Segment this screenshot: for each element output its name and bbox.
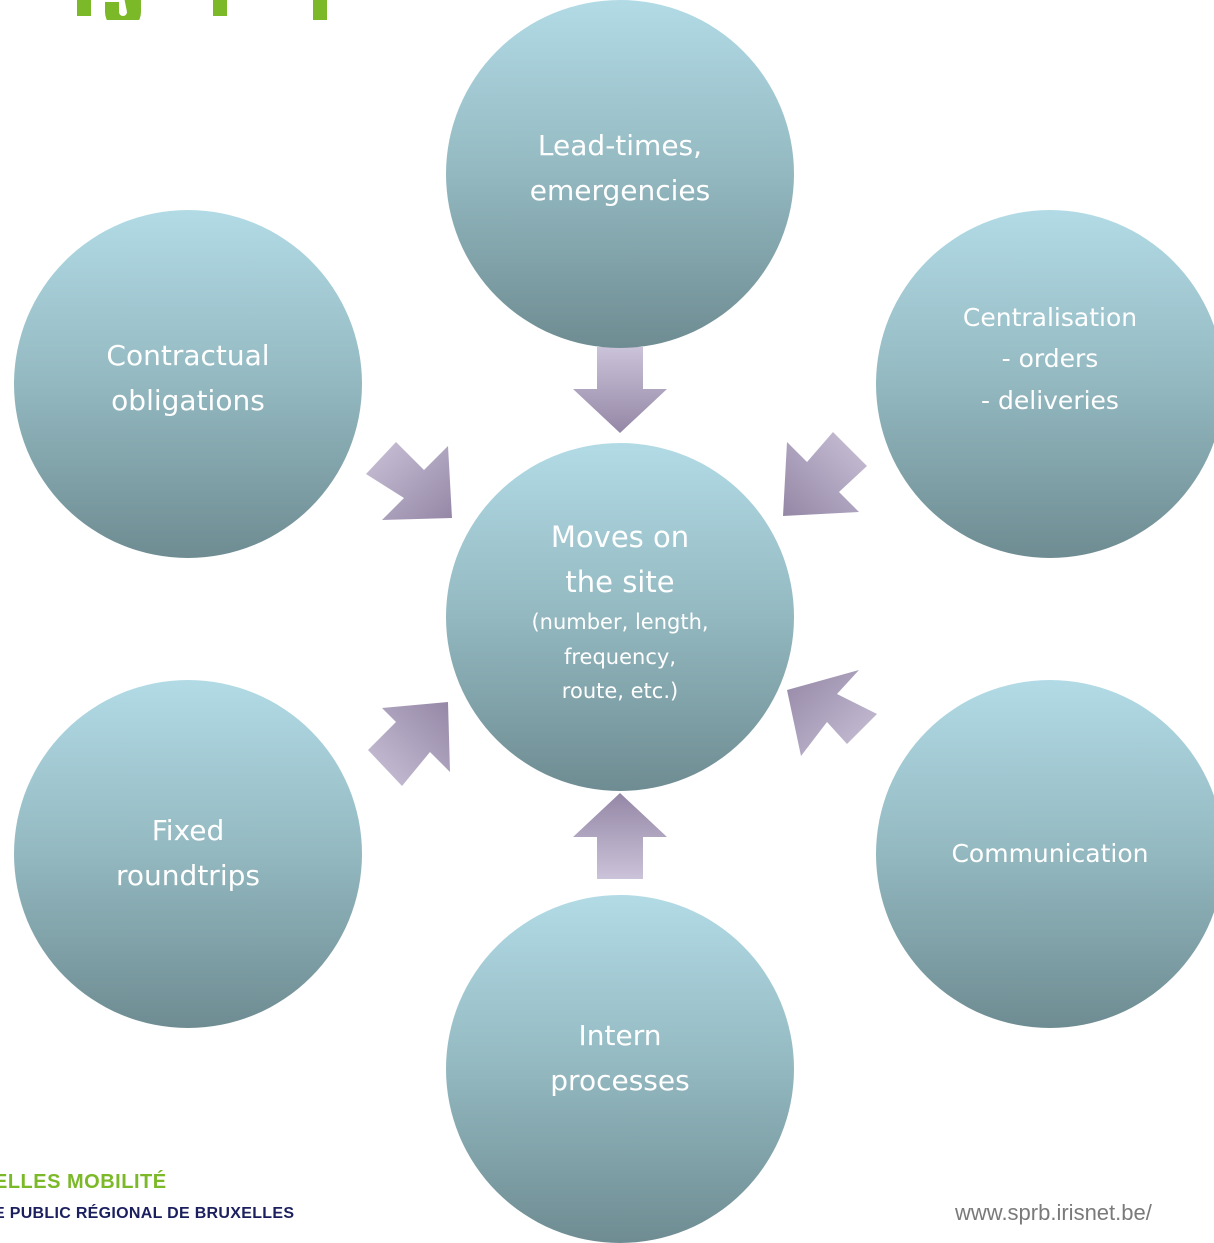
center-sub-label: (number, length, frequency, route, etc.) — [531, 609, 709, 704]
node-contractual-obligations-label: Contractual obligations — [106, 339, 270, 417]
arrow-from-top-left — [366, 442, 452, 520]
node-contractual-obligations: Contractual obligations — [14, 210, 362, 558]
center-main-label: Moves on the site — [550, 520, 690, 600]
node-centralisation: Centralisation - orders - deliveries — [876, 210, 1214, 558]
node-lead-times-label: Lead-times, emergencies — [529, 129, 711, 207]
node-lead-times: Lead-times, emergencies — [446, 0, 794, 348]
node-moves-on-site: Moves on the site (number, length, frequ… — [446, 443, 794, 791]
node-communication: Communication — [876, 680, 1214, 1028]
node-centralisation-label: Centralisation - orders - deliveries — [962, 303, 1138, 415]
node-fixed-roundtrips-label: Fixed roundtrips — [116, 814, 260, 892]
node-intern-processes: Intern processes — [446, 895, 794, 1243]
footer-url: www.sprb.irisnet.be/ — [955, 1200, 1152, 1225]
arrow-from-bottom-left — [368, 702, 450, 786]
arrow-from-top-right — [783, 432, 867, 516]
brussels-mobility-logo: ELLES MOBILITÉ E PUBLIC RÉGIONAL DE BRUX… — [0, 1165, 340, 1231]
arrow-up — [573, 793, 667, 879]
node-intern-processes-label: Intern processes — [550, 1019, 690, 1097]
logo-line-1: ELLES MOBILITÉ — [0, 1171, 167, 1193]
logo-line-2: E PUBLIC RÉGIONAL DE BRUXELLES — [0, 1205, 295, 1222]
arrow-from-bottom-right — [787, 670, 877, 756]
title-fragment — [75, 0, 365, 20]
node-communication-label: Communication — [951, 839, 1149, 869]
arrow-down — [573, 347, 667, 433]
node-fixed-roundtrips: Fixed roundtrips — [14, 680, 362, 1028]
